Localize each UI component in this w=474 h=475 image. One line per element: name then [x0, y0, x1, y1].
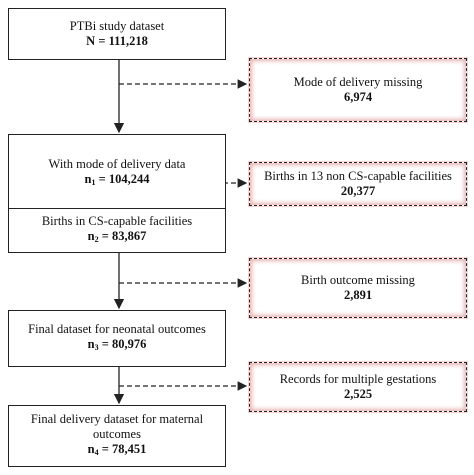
main-box-3-label: Births in CS-capable facilities [41, 214, 193, 228]
exclusion-box-3: Birth outcome missing 2,891 [249, 258, 467, 318]
exclusion-box-1-label: Mode of delivery missing [293, 75, 423, 89]
main-box-1: PTBi study dataset N = 111,218 [8, 8, 226, 60]
main-box-1-label: PTBi study dataset [69, 19, 165, 33]
exclusion-box-1-count: 6,974 [343, 90, 373, 104]
main-box-2: With mode of delivery data n1 = 104,244 [8, 134, 226, 209]
main-box-4-label: Final dataset for neonatal outcomes [28, 322, 206, 336]
exclusion-box-4-count: 2,525 [343, 387, 373, 401]
main-box-1-count: N = 111,218 [86, 34, 148, 48]
exclusion-box-4: Records for multiple gestations 2,525 [249, 362, 467, 412]
exclusion-box-4-label: Records for multiple gestations [279, 372, 437, 386]
main-box-3: Births in CS-capable facilities n2 = 83,… [8, 208, 226, 253]
main-box-4-count: n3 = 80,976 [87, 337, 147, 352]
main-box-5-label: Final delivery dataset for maternal outc… [30, 412, 204, 441]
main-box-5: Final delivery dataset for maternal outc… [8, 405, 226, 467]
main-box-5-count: n4 = 78,451 [87, 442, 147, 457]
main-box-4: Final dataset for neonatal outcomes n3 =… [8, 310, 226, 367]
exclusion-box-3-count: 2,891 [343, 288, 373, 302]
main-box-3-count: n2 = 83,867 [87, 229, 147, 244]
exclusion-box-1: Mode of delivery missing 6,974 [249, 58, 467, 122]
exclusion-box-2: Births in 13 non CS-capable facilities 2… [249, 162, 467, 206]
exclusion-box-2-label: Births in 13 non CS-capable facilities [264, 169, 452, 183]
exclusion-box-3-label: Birth outcome missing [301, 273, 415, 287]
exclusion-box-2-count: 20,377 [340, 184, 376, 198]
main-box-2-label: With mode of delivery data [48, 157, 186, 171]
main-box-2-count: n1 = 104,244 [84, 172, 150, 187]
